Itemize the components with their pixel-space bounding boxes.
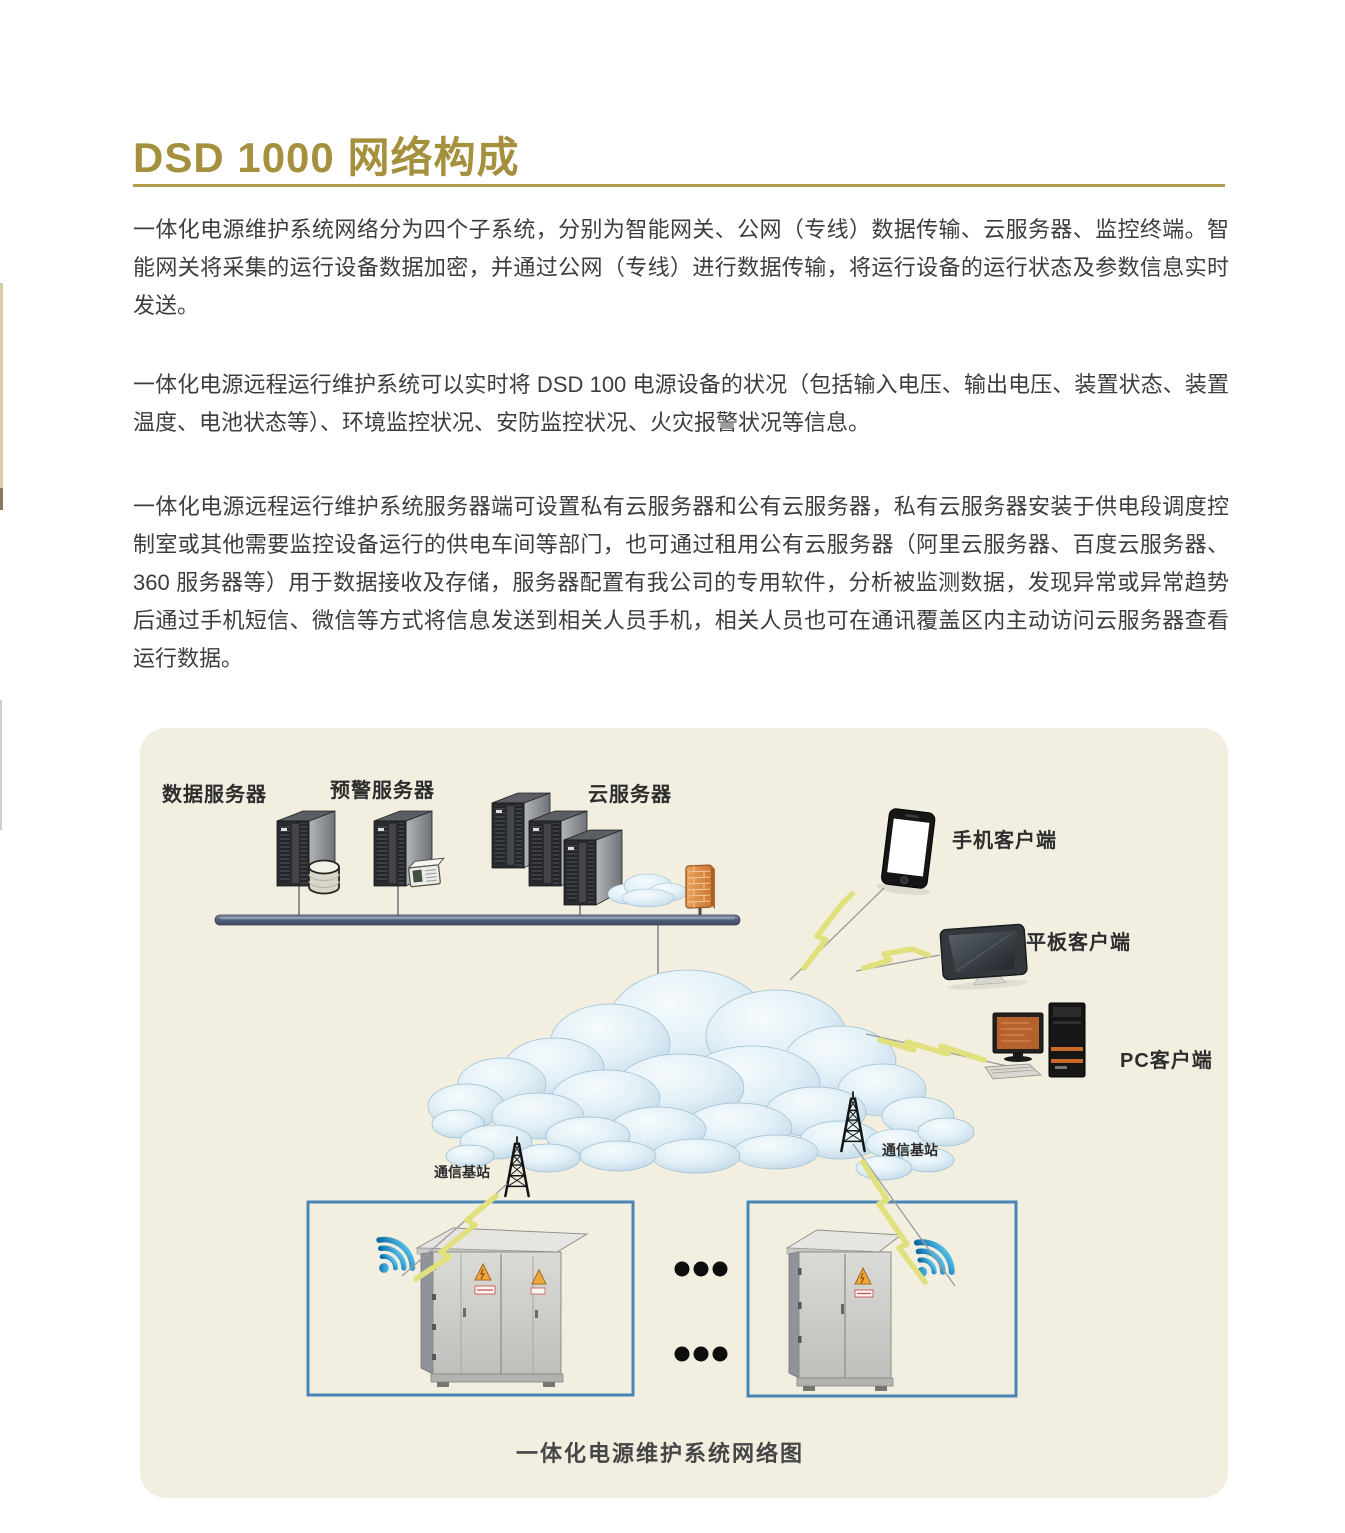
page-title: DSD 1000 网络构成	[133, 134, 520, 181]
page-edge-mark	[0, 283, 3, 488]
warning-server-label: 预警服务器	[330, 780, 435, 802]
power-cabinet-icon	[785, 1229, 903, 1391]
network-diagram-panel: 数据服务器 预警服务器 云服务器 手机客户端 平板客户端 PC客户端 通信基站 …	[140, 728, 1228, 1498]
equipment-group-box	[306, 1200, 635, 1397]
tablet-icon	[939, 923, 1028, 990]
diagram-caption: 一体化电源维护系统网络图	[515, 1441, 804, 1466]
ellipsis-dots	[674, 1261, 728, 1362]
firewall-icon	[685, 864, 715, 909]
base-station-left-label: 通信基站	[434, 1164, 490, 1180]
data-server-label: 数据服务器	[162, 784, 267, 806]
page-edge-mark	[0, 700, 2, 830]
pc-icon	[984, 1002, 1086, 1080]
phone-icon	[876, 808, 936, 896]
gateway-device-icon	[407, 857, 445, 888]
base-station-right-label: 通信基站	[882, 1142, 938, 1158]
page-edge-mark	[0, 488, 3, 510]
database-icon	[308, 859, 340, 895]
cloud-icon	[427, 969, 975, 1181]
tablet-client-label: 平板客户端	[1026, 932, 1131, 954]
network-diagram-art	[214, 792, 1086, 1398]
pc-client-label: PC客户端	[1120, 1050, 1213, 1072]
body-paragraph: 一体化电源远程运行维护系统服务器端可设置私有云服务器和公有云服务器，私有云服务器…	[133, 494, 1229, 671]
phone-client-label: 手机客户端	[952, 830, 1057, 852]
body-paragraph: 一体化电源维护系统网络分为四个子系统，分别为智能网关、公网（专线）数据传输、云服…	[133, 217, 1229, 318]
cloud-server-label: 云服务器	[588, 784, 672, 806]
lightning-icon	[789, 887, 1008, 1067]
body-paragraph: 一体化电源远程运行维护系统可以实时将 DSD 100 电源设备的状况（包括输入电…	[133, 372, 1229, 435]
wifi-icon	[364, 1232, 419, 1285]
title-underline	[133, 184, 1225, 187]
lightning-icon	[401, 1143, 956, 1287]
